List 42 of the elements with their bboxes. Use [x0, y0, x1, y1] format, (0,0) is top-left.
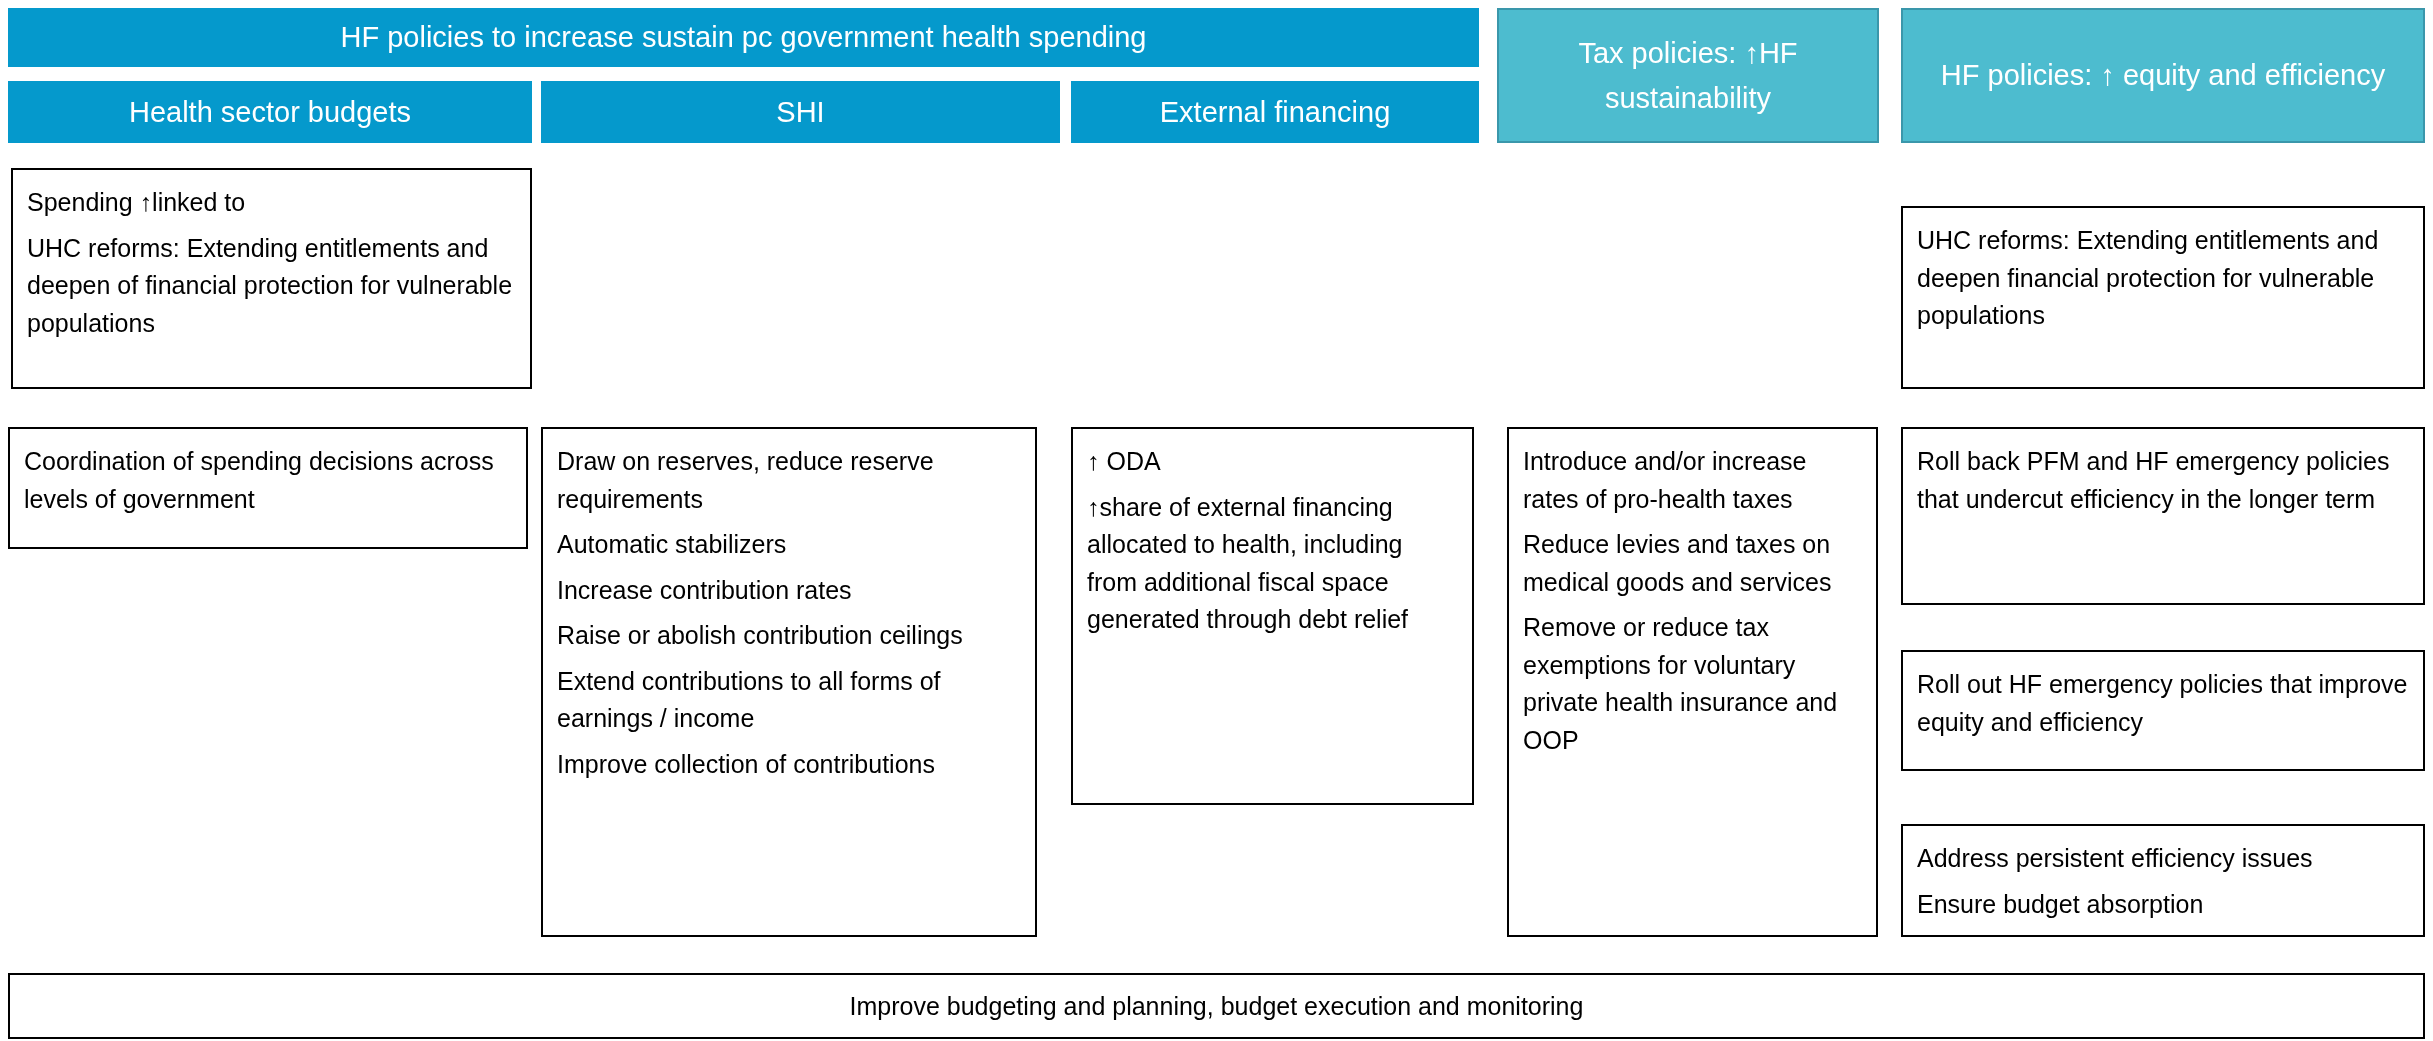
- policy-text: Coordination of spending decisions across levels of government: [24, 446, 495, 515]
- policy-text: Roll out HF emergency policies that improve equity and efficiency: [1917, 669, 2409, 738]
- header-text: Tax policies: ↑HF sustainability: [1577, 35, 1799, 116]
- list-item: Reduce levies and taxes on medical goods and services: [1523, 529, 1833, 598]
- header-bar: [1901, 8, 2425, 143]
- list-item: Automatic stabilizers: [557, 529, 788, 560]
- list-item: Remove or reduce tax exemptions for voluntary private health insurance and OOP: [1523, 612, 1839, 756]
- list-item: Ensure budget absorption: [1917, 888, 2205, 920]
- header-text: SHI: [776, 95, 825, 129]
- header-bar: [8, 81, 532, 143]
- header-bar: [1497, 8, 1879, 143]
- header-bar: [8, 8, 1479, 67]
- list-item: Introduce and/or increase rates of pro-health taxes: [1523, 446, 1808, 515]
- list-item: ↑share of external financing allocated to health, including from additional fiscal space generated through debt relief: [1087, 491, 1410, 635]
- header-text: HF policies: ↑ equity and efficiency: [1940, 58, 2386, 94]
- policy-box: [1507, 427, 1878, 937]
- list-item: Increase contribution rates: [557, 574, 853, 606]
- header-text: HF policies to increase sustain pc government health spending: [340, 21, 1147, 54]
- policy-text: Improve budgeting and planning, budget execution and monitoring: [849, 991, 1584, 1021]
- policy-box: [8, 973, 2425, 1039]
- header-text: External financing: [1159, 95, 1391, 129]
- header-text: Health sector budgets: [128, 95, 412, 129]
- list-item: ↑ ODA: [1087, 446, 1162, 477]
- policy-box: [1901, 206, 2425, 389]
- list-item: Address persistent efficiency issues: [1917, 843, 2314, 874]
- policy-box: [541, 427, 1037, 937]
- policy-text: Roll back PFM and HF emergency policies that undercut efficiency in the longer term: [1917, 446, 2391, 515]
- list-item: UHC reforms: Extending entitlements and deepen of financial protection for vulnerable populations: [27, 232, 514, 339]
- header-bar: [541, 81, 1060, 143]
- policy-box: [8, 427, 528, 549]
- header-bar: [1071, 81, 1479, 143]
- policy-box: [1901, 824, 2425, 937]
- policy-text: UHC reforms: Extending entitlements and deepen financial protection for vulnerable populations: [1917, 225, 2380, 331]
- list-item: Improve collection of contributions: [557, 748, 936, 780]
- list-item: Raise or abolish contribution ceilings: [557, 620, 964, 651]
- list-item: Draw on reserves, reduce reserve requirements: [557, 446, 935, 515]
- list-item: Spending ↑linked to: [27, 187, 247, 218]
- policy-box: [1071, 427, 1474, 805]
- policy-box: [1901, 427, 2425, 605]
- policy-box: [1901, 650, 2425, 771]
- policy-box: [11, 168, 532, 389]
- list-item: Extend contributions to all forms of earnings / income: [557, 665, 942, 734]
